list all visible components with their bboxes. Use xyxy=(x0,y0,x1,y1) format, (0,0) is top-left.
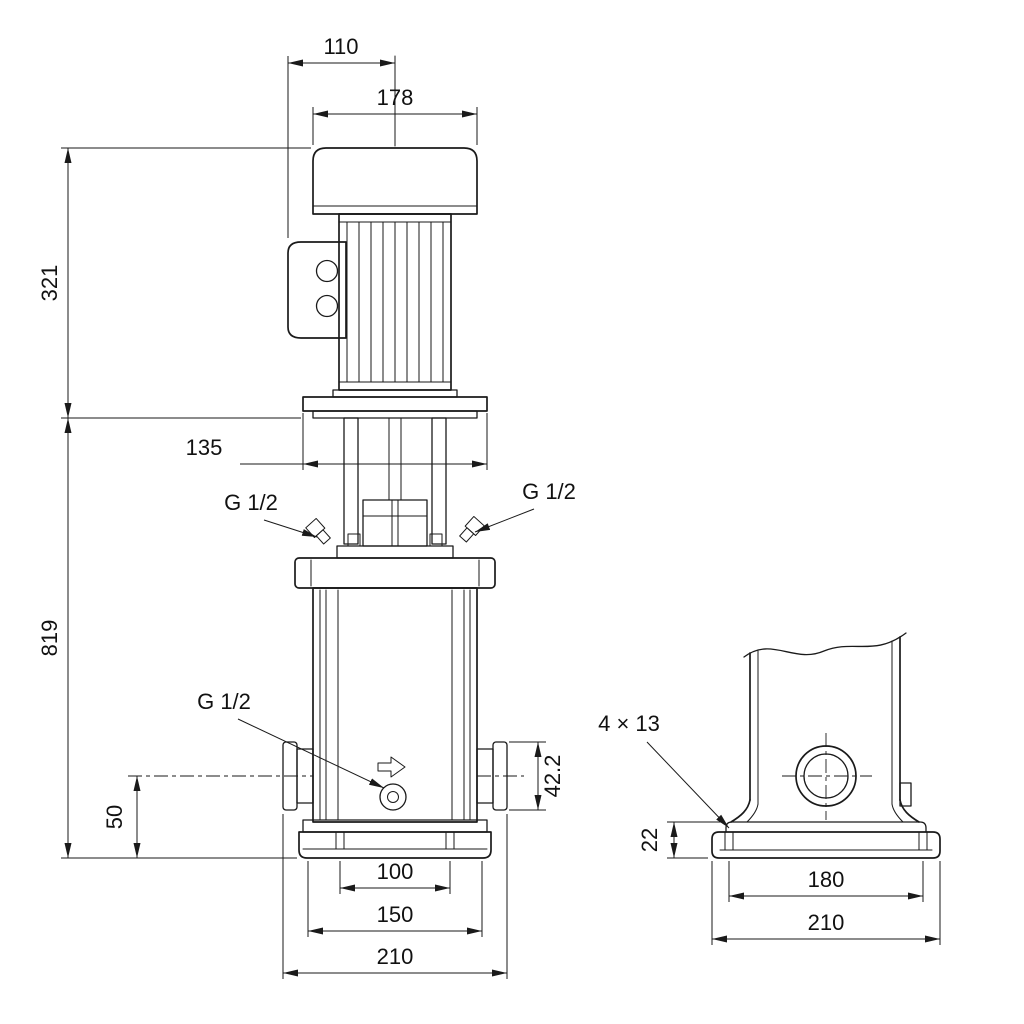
dim-label-110: 110 xyxy=(323,34,358,59)
side-view xyxy=(711,632,941,859)
dim-base-hole-span: 100 xyxy=(339,859,451,894)
dim-base-slot-span: 150 xyxy=(307,861,483,937)
terminal-box xyxy=(287,241,347,339)
dim-label-135: 135 xyxy=(186,435,223,460)
label-priming-plug-left: G 1/2 xyxy=(224,490,318,538)
front-view xyxy=(282,147,508,859)
coupling-guard-right xyxy=(431,417,447,545)
side-view-dimensions: 4 × 13 22 180 210 xyxy=(598,711,941,945)
label-drain-plug: G 1/2 xyxy=(197,689,385,789)
fan-cover xyxy=(312,147,478,215)
dim-port-center-height: 50 xyxy=(102,776,141,858)
side-base-bolt-holes xyxy=(724,831,928,851)
break-line xyxy=(743,632,907,658)
drain-plug-label: G 1/2 xyxy=(197,689,251,714)
dim-base-length: 210 xyxy=(711,861,941,945)
dim-label-210-front: 210 xyxy=(377,944,414,969)
coupling-guard xyxy=(343,417,447,545)
base-bolt-holes xyxy=(335,831,455,850)
label-priming-plug-right: G 1/2 xyxy=(474,479,576,533)
front-view-dimensions: 110 178 321 819 135 G 1/2 xyxy=(37,34,576,979)
dim-label-321: 321 xyxy=(37,265,62,302)
dim-label-819: 819 xyxy=(37,620,62,657)
dim-label-180: 180 xyxy=(808,867,845,892)
bolt-holes-label: 4 × 13 xyxy=(598,711,660,736)
shaft-coupling xyxy=(362,499,428,547)
dim-bolt-span: 180 xyxy=(728,861,924,902)
pump-base xyxy=(298,819,492,859)
label-bolt-holes: 4 × 13 xyxy=(598,711,730,829)
side-port xyxy=(782,733,872,820)
drain-plug xyxy=(379,783,407,811)
dim-flange-width: 135 xyxy=(186,413,488,470)
cable-entry-bottom xyxy=(315,294,339,318)
dim-port-flange-height: 42.2 xyxy=(509,741,565,811)
dim-motor-top-width: 110 xyxy=(287,34,395,238)
dim-label-100: 100 xyxy=(377,859,414,884)
dim-label-150: 150 xyxy=(377,902,414,927)
dim-label-22: 22 xyxy=(637,828,662,852)
side-base xyxy=(711,821,941,859)
dim-pump-height: 819 xyxy=(37,418,297,859)
plug-label-left: G 1/2 xyxy=(224,490,278,515)
pump-head-plate xyxy=(336,545,454,559)
cable-entry-top xyxy=(315,259,339,283)
priming-plug-left xyxy=(305,517,331,545)
flow-direction-arrow-icon xyxy=(377,756,406,778)
chamber-stack xyxy=(312,587,478,823)
dim-label-210-side: 210 xyxy=(808,910,845,935)
side-nameplate xyxy=(899,782,912,807)
motor-fins xyxy=(346,221,444,383)
side-chamber-sleeve xyxy=(730,636,920,823)
coupling-guard-left xyxy=(343,417,359,545)
dim-label-42-2: 42.2 xyxy=(540,755,565,798)
dim-overall-width: 210 xyxy=(282,814,508,979)
dim-label-178: 178 xyxy=(377,85,414,110)
plug-label-right: G 1/2 xyxy=(522,479,576,504)
pump-head-flange xyxy=(294,557,496,589)
dim-label-50: 50 xyxy=(102,805,127,829)
motor-flange xyxy=(302,389,488,419)
dim-base-height: 22 xyxy=(637,821,722,859)
dim-motor-width: 178 xyxy=(312,85,478,145)
dim-motor-height: 321 xyxy=(37,147,311,419)
